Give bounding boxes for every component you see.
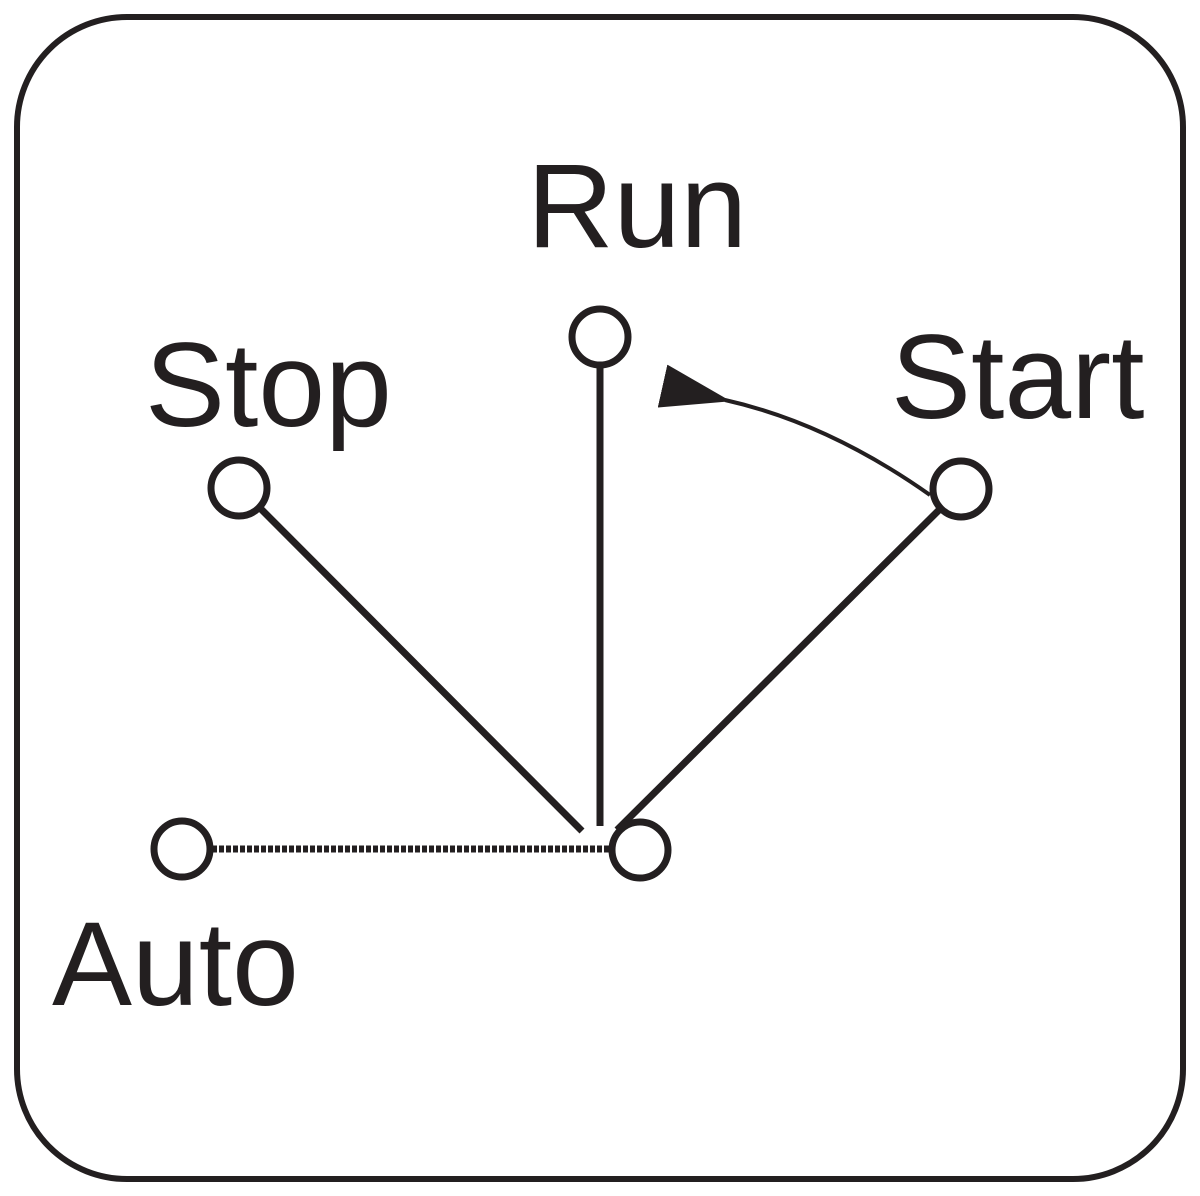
- auto-label: Auto: [52, 897, 299, 1031]
- outer-frame: [14, 14, 1186, 1182]
- pivot-terminal: [608, 818, 672, 882]
- run-label: Run: [527, 139, 747, 273]
- stop-arm: [256, 504, 585, 834]
- start-label: Start: [891, 310, 1144, 444]
- start-terminal: [929, 457, 993, 521]
- stop-label: Stop: [145, 318, 392, 452]
- stop-terminal: [207, 456, 271, 520]
- auto-terminal: [150, 817, 214, 881]
- run-terminal: [568, 305, 632, 369]
- rotation-arrow: [657, 364, 932, 497]
- start-arm: [614, 507, 942, 833]
